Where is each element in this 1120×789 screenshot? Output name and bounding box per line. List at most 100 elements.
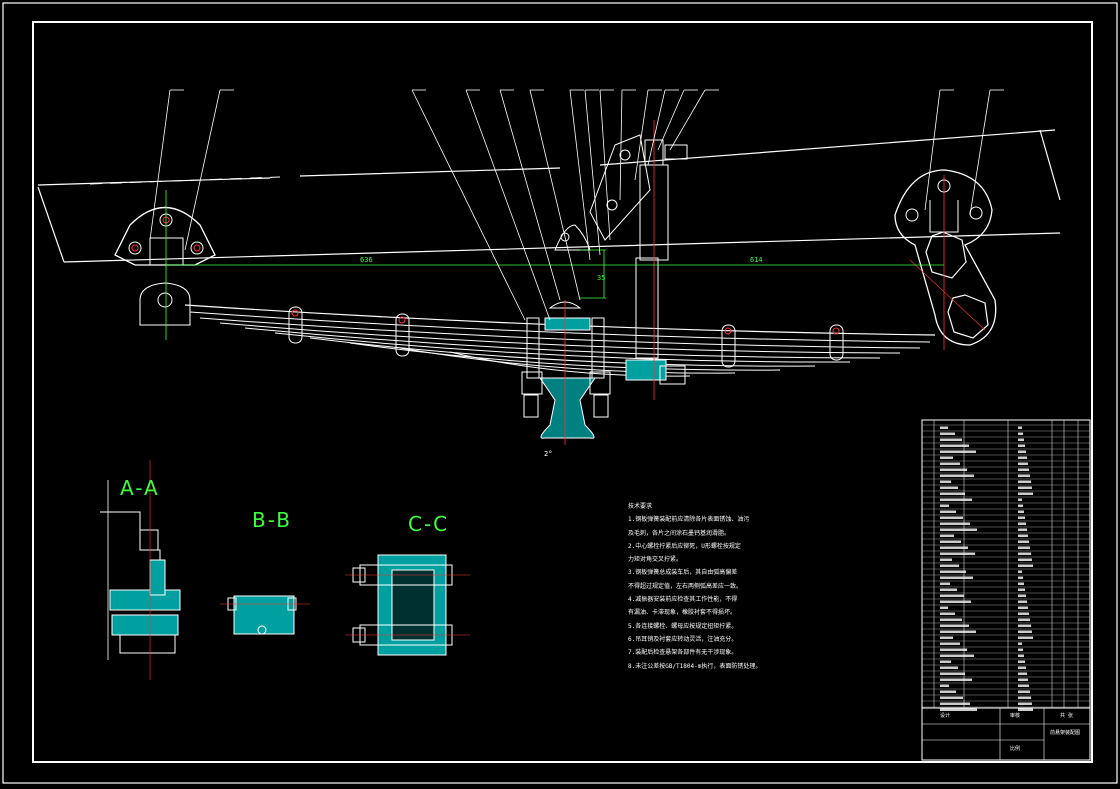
- table-cell-text: [1018, 552, 1031, 555]
- leader-line: [149, 89, 171, 241]
- dimension-lines: 636 614 35 2°: [166, 249, 944, 458]
- table-cell-text: [940, 660, 951, 663]
- table-cell-text: [1018, 426, 1022, 429]
- parts-list-table: [921, 419, 1091, 761]
- table-cell-text: [1018, 540, 1029, 543]
- main-assembly-view: 636 614 35 2°: [37, 89, 1061, 458]
- table-cell-text: [940, 432, 955, 435]
- table-cell-text: [940, 438, 962, 441]
- table-cell-text: [1018, 600, 1027, 603]
- dim-right-span: 614: [750, 256, 763, 264]
- frame-rail-top: [37, 129, 1056, 186]
- table-cell-text: [940, 456, 953, 459]
- section-bb-label: B-B: [252, 508, 292, 532]
- table-cell-text: [1018, 498, 1022, 501]
- table-cell-text: [940, 702, 970, 705]
- table-cell-text: [940, 468, 967, 471]
- table-cell-text: [1018, 444, 1025, 447]
- table-cell-text: [940, 450, 976, 453]
- notes-line: 4.减振器安装前应检查其工作性能，不得: [628, 596, 738, 604]
- table-cell-text: [940, 540, 961, 543]
- table-cell-text: [940, 600, 971, 603]
- table-cell-text: [1018, 684, 1029, 687]
- notes-line: 5.各连接螺栓、螺母应按规定扭矩拧紧。: [628, 622, 738, 630]
- title-label-review: 审核: [1010, 713, 1021, 719]
- notes-line: 7.装配后检查悬架各部件有无干涉现象。: [628, 649, 738, 657]
- table-cell-text: [1018, 660, 1025, 663]
- leader-line: [569, 89, 591, 261]
- title-block: [921, 707, 1091, 761]
- technical-notes: 技术要求 1.钢板弹簧装配前应清除各片表面锈蚀、油污 及毛刺，各片之间涂石墨钙基…: [628, 500, 840, 673]
- table-cell-text: [1018, 636, 1033, 639]
- table-cell-text: [1018, 468, 1029, 471]
- table-cell-text: [940, 582, 950, 585]
- table-cell-text: [1018, 606, 1028, 609]
- section-bb-view: [220, 595, 310, 635]
- table-cell-text: [940, 594, 964, 597]
- table-cell-text: [940, 666, 958, 669]
- leader-line: [184, 89, 221, 251]
- table-cell-text: [940, 528, 977, 531]
- table-cell-text: [940, 504, 949, 507]
- title-label-sheets: 共 张: [1060, 713, 1074, 719]
- table-cell-text: [940, 654, 974, 657]
- table-cell-text: [1018, 672, 1027, 675]
- table-cell-text: [1018, 450, 1026, 453]
- table-cell-text: [940, 534, 954, 537]
- table-cell-text: [940, 474, 974, 477]
- table-cell-text: [940, 576, 973, 579]
- table-cell-text: [1018, 504, 1023, 507]
- notes-line: 有漏油、卡滞现象，橡胶衬套不得损坏。: [628, 609, 737, 617]
- table-cell-text: [1018, 570, 1022, 573]
- notes-line: 3.钢板弹簧总成装车后，其自由弧高偏差: [628, 569, 738, 577]
- rear-shackle: [894, 169, 997, 350]
- table-cell-text: [1018, 480, 1031, 483]
- title-label-design: 设计: [940, 713, 951, 719]
- table-cell-text: [1018, 612, 1029, 615]
- table-cell-text: [940, 606, 948, 609]
- axle-assembly: [521, 224, 611, 445]
- table-cell-text: [940, 462, 960, 465]
- section-cc-view: [345, 554, 470, 656]
- table-cell-text: [1018, 522, 1026, 525]
- table-cell-text: [1018, 474, 1030, 477]
- table-cell-text: [1018, 642, 1022, 645]
- table-cell-text: [940, 480, 951, 483]
- table-cell-text: [1018, 576, 1023, 579]
- table-cell-text: [1018, 696, 1031, 699]
- table-cell-text: [940, 516, 963, 519]
- notes-line: 8.未注公差按GB/T1804-m执行，表面防锈处理。: [628, 662, 762, 670]
- inner-frame: [32, 21, 1093, 763]
- table-cell-text: [940, 630, 976, 633]
- dim-height: 35: [597, 274, 605, 282]
- notes-line: 及毛刺，各片之间涂石墨钙基润滑脂。: [628, 529, 731, 537]
- table-cell-text: [1018, 564, 1033, 567]
- table-cell-text: [940, 708, 977, 711]
- leader-line: [657, 89, 685, 151]
- table-cell-text: [940, 564, 959, 567]
- table-cell-text: [940, 624, 969, 627]
- table-cell-text: [1018, 618, 1030, 621]
- leader-line: [924, 89, 941, 211]
- frame-hidden-line: [89, 176, 281, 185]
- table-cell-text: [940, 546, 968, 549]
- table-cell-text: [1018, 666, 1026, 669]
- table-cell-text: [1018, 534, 1028, 537]
- table-cell-text: [940, 672, 965, 675]
- table-cell-text: [940, 612, 955, 615]
- table-cell-text: [940, 618, 962, 621]
- notes-line: 不得超过规定值，左右两侧弧高差应一致。: [628, 582, 743, 590]
- table-cell-text: [1018, 588, 1025, 591]
- notes-line: 1.钢板弹簧装配前应清除各片表面锈蚀、油污: [628, 516, 750, 524]
- notes-heading: 技术要求: [628, 503, 653, 510]
- dim-angle: 2°: [544, 450, 552, 458]
- table-cell-text: [940, 690, 956, 693]
- table-cell-text: [1018, 678, 1028, 681]
- title-label-scale: 比例: [1010, 746, 1021, 752]
- table-cell-text: [940, 678, 972, 681]
- notes-line: 力矩对角交叉拧紧。: [628, 556, 683, 564]
- table-cell-text: [1018, 510, 1024, 513]
- table-cell-text: [1018, 690, 1030, 693]
